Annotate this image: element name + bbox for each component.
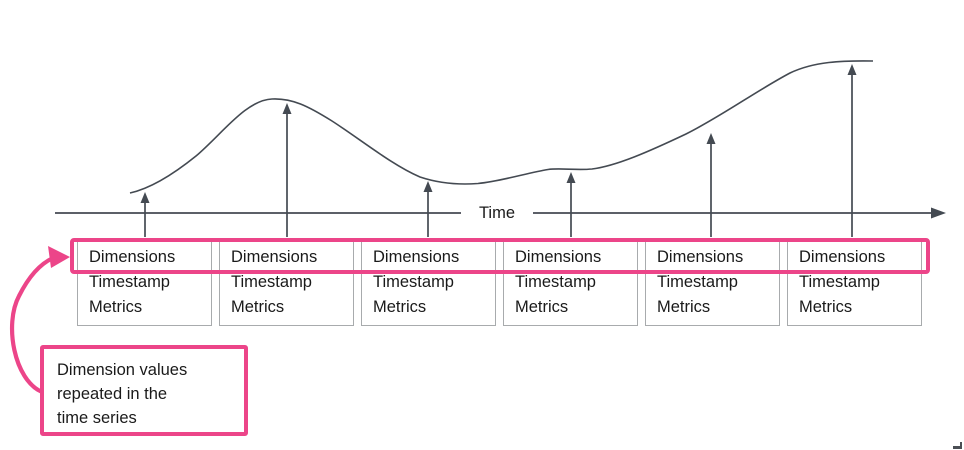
record-dimensions-label: Dimensions	[373, 248, 460, 266]
record-box: Dimensions Timestamp Metrics	[361, 238, 496, 326]
record-timestamp-label: Timestamp	[231, 273, 312, 291]
record-timestamp-label: Timestamp	[89, 273, 170, 291]
up-arrowhead-icon	[847, 64, 857, 75]
record-row: Dimensions Timestamp Metrics Dimensions …	[77, 238, 922, 326]
record-dimensions-label: Dimensions	[799, 248, 886, 266]
dimensions-row-highlight	[70, 238, 930, 274]
value-arrow	[566, 172, 576, 237]
pink-arrowhead-icon	[48, 246, 70, 268]
value-arrow	[282, 103, 292, 237]
up-arrowhead-icon	[282, 103, 292, 114]
record-timestamp-label: Timestamp	[799, 273, 880, 291]
record-dimensions-label: Dimensions	[657, 248, 744, 266]
value-arrow	[706, 133, 716, 237]
record-dimensions-label: Dimensions	[515, 248, 602, 266]
record-dimensions-label: Dimensions	[89, 248, 176, 266]
record-dimensions-label: Dimensions	[231, 248, 318, 266]
up-arrowhead-icon	[140, 192, 150, 203]
record-metrics-label: Metrics	[231, 298, 285, 316]
record-metrics-label: Metrics	[373, 298, 427, 316]
record-metrics-label: Metrics	[657, 298, 711, 316]
up-arrowhead-icon	[706, 133, 716, 144]
record-box: Dimensions Timestamp Metrics	[645, 238, 780, 326]
up-arrowhead-icon	[423, 181, 433, 192]
value-arrow	[140, 192, 150, 237]
record-metrics-label: Metrics	[799, 298, 853, 316]
record-metrics-label: Metrics	[515, 298, 569, 316]
time-axis-label: Time	[461, 202, 533, 224]
callout-box: Dimension values repeated in the time se…	[40, 345, 248, 436]
record-metrics-label: Metrics	[89, 298, 143, 316]
value-arrow	[847, 64, 857, 237]
record-timestamp-label: Timestamp	[373, 273, 454, 291]
axis-arrowhead-icon	[931, 207, 946, 219]
series-curve	[129, 60, 874, 194]
record-box: Dimensions Timestamp Metrics	[503, 238, 638, 326]
record-box: Dimensions Timestamp Metrics	[787, 238, 922, 326]
record-timestamp-label: Timestamp	[657, 273, 738, 291]
screen-artifact	[953, 442, 962, 449]
callout-text-line: repeated in the	[57, 385, 168, 403]
up-arrowhead-icon	[566, 172, 576, 183]
callout-text-line: time series	[57, 409, 137, 427]
record-timestamp-label: Timestamp	[515, 273, 596, 291]
callout-text-line: Dimension values	[57, 361, 188, 379]
value-arrow	[423, 181, 433, 237]
record-box: Dimensions Timestamp Metrics	[77, 238, 212, 326]
